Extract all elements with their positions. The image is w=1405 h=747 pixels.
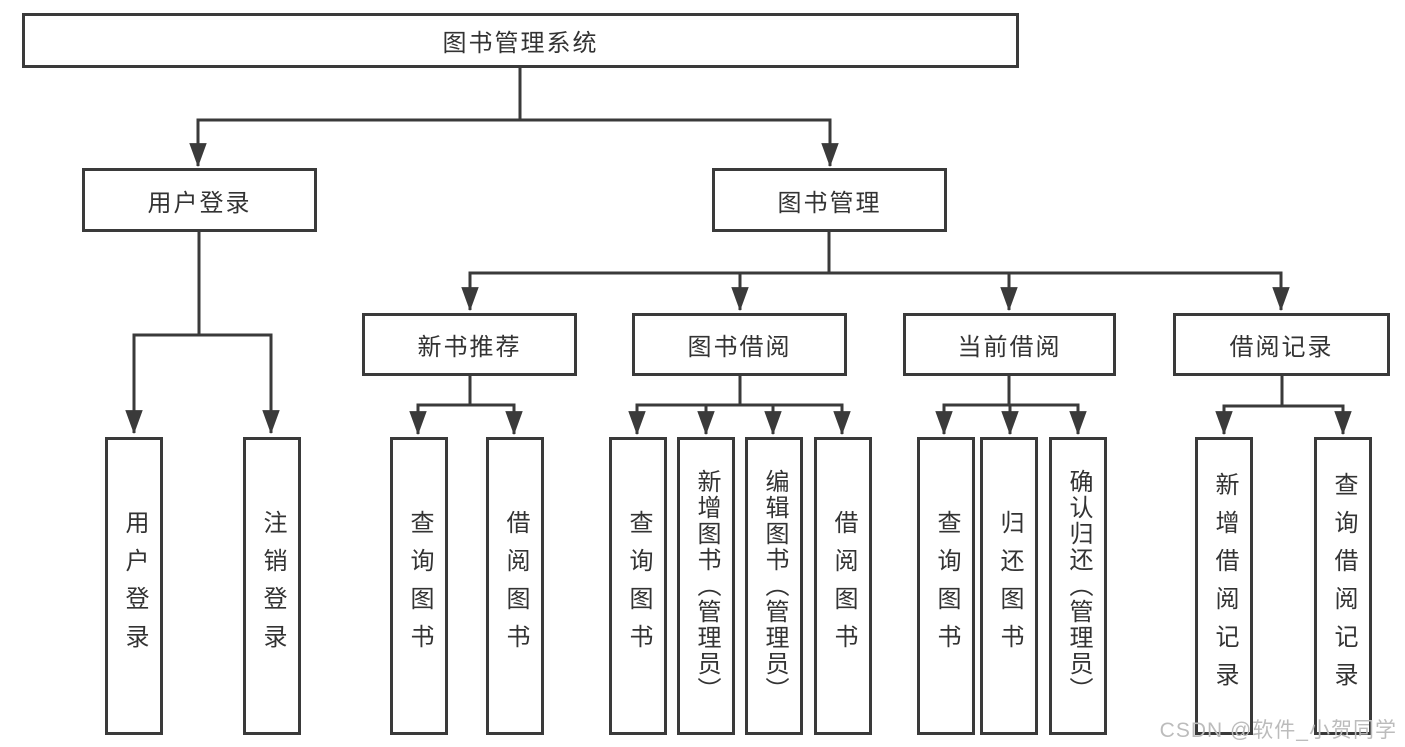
leaf-logout-label: 注销登录: [259, 510, 286, 662]
leaf-cb-confirm-return: 确认归还（管理员）: [1049, 437, 1107, 735]
leaf-bb-query-books-label: 查询图书: [625, 510, 652, 662]
leaf-cb-return-books-label: 归还图书: [996, 510, 1023, 662]
leaf-bb-edit-books-label: 编辑图书（管理员）: [761, 469, 788, 703]
leaf-bb-edit-books: 编辑图书（管理员）: [745, 437, 803, 735]
leaf-bb-query-books: 查询图书: [609, 437, 667, 735]
leaf-nb-query-books: 查询图书: [390, 437, 448, 735]
node-new-book-label: 新书推荐: [417, 334, 522, 361]
node-root: 图书管理系统: [22, 13, 1019, 68]
leaf-br-add-record-label: 新增借阅记录: [1211, 472, 1238, 700]
leaf-user-login: 用户登录: [105, 437, 163, 735]
node-root-label: 图书管理系统: [442, 30, 599, 57]
node-book-mgmt: 图书管理: [712, 168, 947, 232]
node-current-borrow: 当前借阅: [903, 313, 1116, 376]
node-borrow-records: 借阅记录: [1173, 313, 1390, 376]
leaf-nb-borrow-books: 借阅图书: [486, 437, 544, 735]
leaf-logout: 注销登录: [243, 437, 301, 735]
leaf-br-query-record: 查询借阅记录: [1314, 437, 1372, 735]
node-book-mgmt-label: 图书管理: [777, 189, 882, 217]
node-new-book: 新书推荐: [362, 313, 577, 376]
leaf-nb-borrow-books-label: 借阅图书: [502, 510, 529, 662]
csdn-watermark: CSDN @软件_小贺同学: [1159, 719, 1397, 742]
leaf-br-query-record-label: 查询借阅记录: [1330, 472, 1357, 700]
node-book-borrow: 图书借阅: [632, 313, 847, 376]
leaf-user-login-label: 用户登录: [121, 510, 148, 662]
node-user-login: 用户登录: [82, 168, 317, 232]
leaf-cb-confirm-return-label: 确认归还（管理员）: [1065, 469, 1092, 703]
leaf-nb-query-books-label: 查询图书: [406, 510, 433, 662]
leaf-bb-borrow-books: 借阅图书: [814, 437, 872, 735]
leaf-bb-add-books: 新增图书（管理员）: [677, 437, 735, 735]
leaf-cb-return-books: 归还图书: [980, 437, 1038, 735]
leaf-bb-borrow-books-label: 借阅图书: [830, 510, 857, 662]
node-book-borrow-label: 图书借阅: [687, 334, 792, 361]
node-user-login-label: 用户登录: [147, 189, 252, 217]
leaf-cb-query-books: 查询图书: [917, 437, 975, 735]
leaf-cb-query-books-label: 查询图书: [933, 510, 960, 662]
leaf-bb-add-books-label: 新增图书（管理员）: [693, 469, 720, 703]
leaf-br-add-record: 新增借阅记录: [1195, 437, 1253, 735]
node-current-borrow-label: 当前借阅: [957, 334, 1062, 361]
node-borrow-records-label: 借阅记录: [1229, 334, 1334, 361]
